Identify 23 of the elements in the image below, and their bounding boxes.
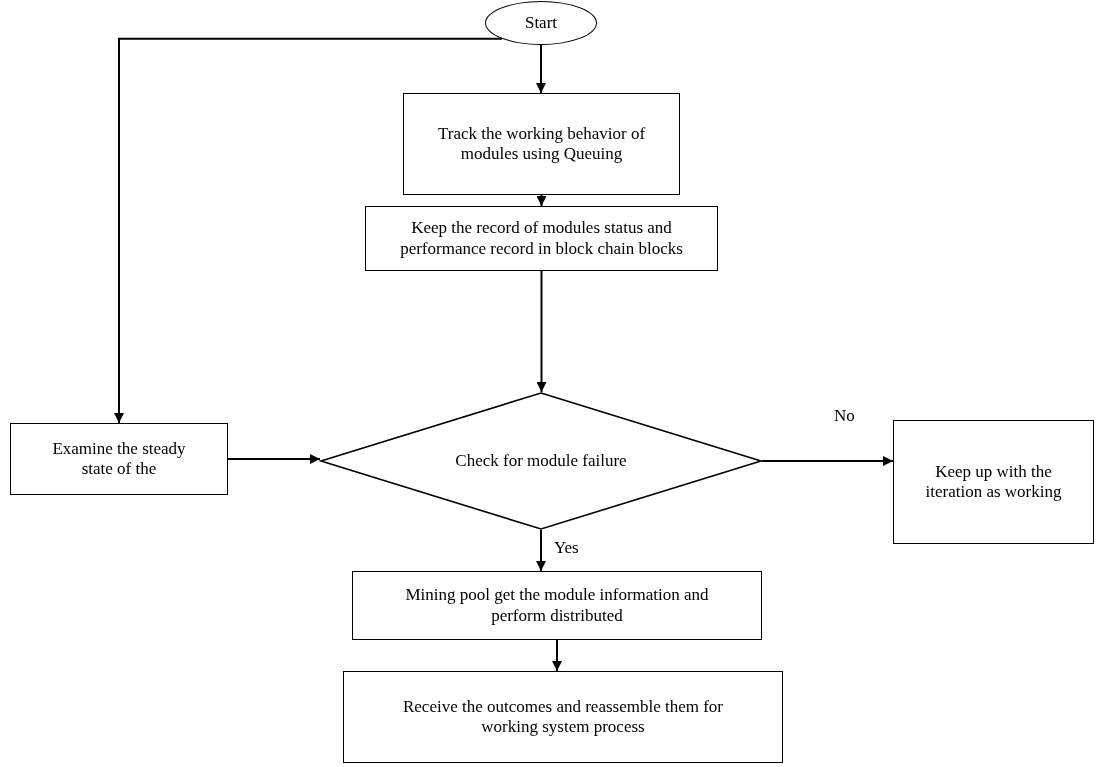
node-text: Keep up with the iteration as working: [924, 461, 1063, 503]
arrow: [536, 44, 546, 94]
node-text: Examine the steady state of the: [51, 438, 187, 480]
arrow: [552, 639, 562, 672]
node-text: Keep the record of modules status and performance record in block chain blocks: [399, 218, 684, 259]
decision-diamond: [320, 392, 762, 530]
arrow: [536, 270, 547, 393]
process-box: [403, 93, 680, 195]
arrow: [227, 454, 321, 464]
node-text: Track the working behavior of modules using Queuing: [436, 123, 647, 165]
arrow: [761, 456, 894, 466]
node-text: Start: [524, 12, 558, 34]
process-box: [893, 420, 1094, 544]
node-text: Receive the outcomes and reassemble them for working system process: [401, 696, 724, 738]
process-box: [365, 206, 718, 271]
process-box: [352, 571, 762, 640]
arrow: [114, 37, 504, 424]
process-box: [343, 671, 783, 763]
arrow: [536, 529, 546, 572]
node-text: Check for module failure: [455, 450, 627, 472]
node-text: Mining pool get the module information and perform distributed: [404, 585, 710, 626]
arrow: [536, 194, 547, 207]
process-box: [10, 423, 228, 495]
